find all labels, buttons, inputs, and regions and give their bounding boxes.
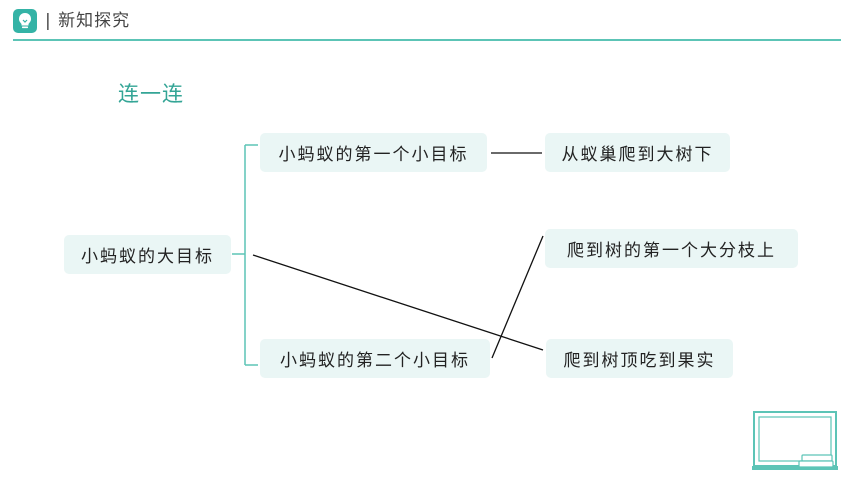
option-1-box: 从蚁巢爬到大树下 <box>545 133 730 172</box>
option-2-box: 爬到树的第一个大分枝上 <box>545 229 798 268</box>
match-line-2 <box>252 254 544 351</box>
header-bar: | 新知探究 <box>0 0 860 42</box>
option-3-box: 爬到树顶吃到果实 <box>546 339 733 378</box>
exercise-title: 连一连 <box>118 82 184 106</box>
header-divider <box>13 39 841 41</box>
blackboard-books-icon <box>752 411 838 470</box>
sub-goal-1-box: 小蚂蚁的第一个小目标 <box>260 133 487 172</box>
match-line-3 <box>491 235 544 359</box>
section-title: | 新知探究 <box>45 11 131 31</box>
root-goal-box: 小蚂蚁的大目标 <box>64 235 231 274</box>
sub-goal-2-box: 小蚂蚁的第二个小目标 <box>260 339 490 378</box>
lightbulb-icon <box>13 9 37 33</box>
